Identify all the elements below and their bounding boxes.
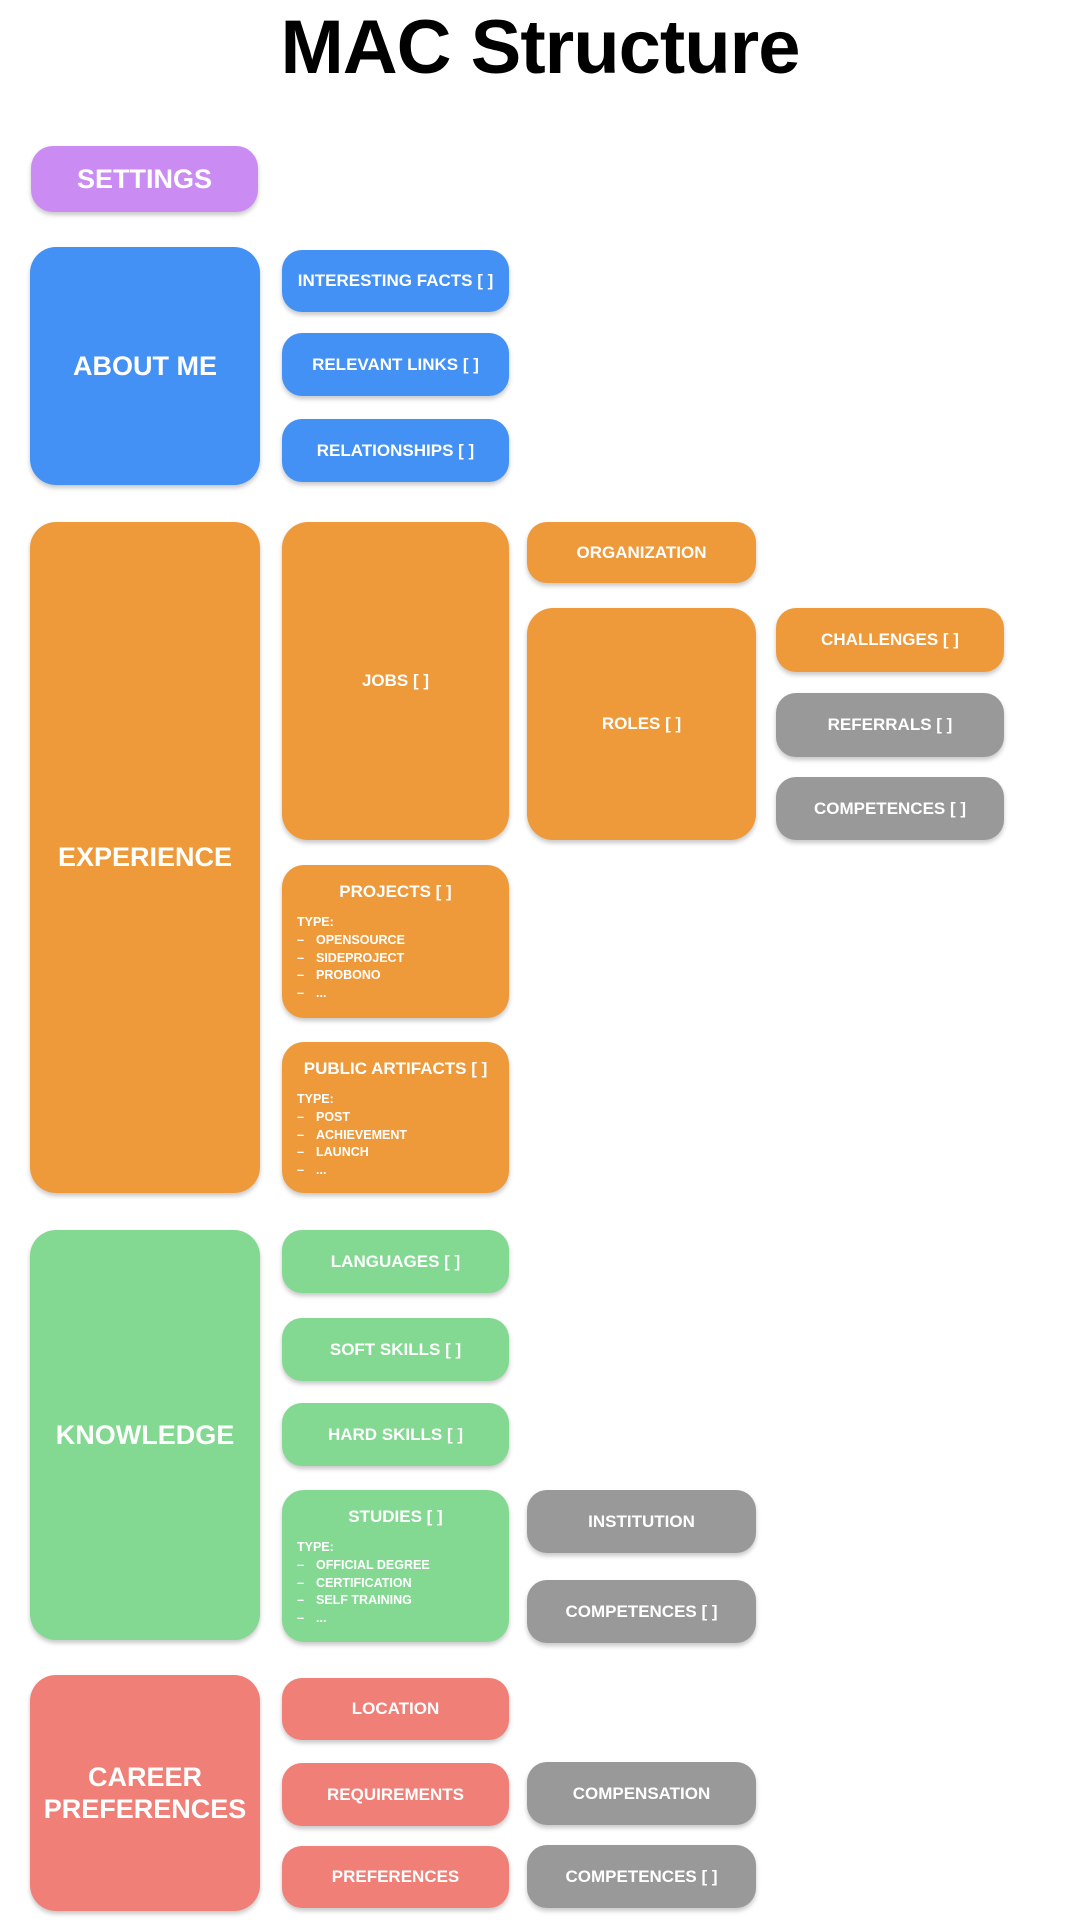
location-node: LOCATION [282,1678,509,1740]
list-item: –SELF TRAINING [297,1592,499,1610]
hard-skills-label: HARD SKILLS [ ] [327,1424,464,1444]
dash-bullet: – [297,1558,304,1572]
knowledge-competences-node: COMPETENCES [ ] [527,1580,756,1643]
languages-label: LANGUAGES [ ] [330,1251,461,1271]
compensation-label: COMPENSATION [572,1783,711,1803]
requirements-node: REQUIREMENTS [282,1763,509,1826]
dash-bullet: – [297,1145,304,1159]
projects-label: PROJECTS [ ] [339,882,452,901]
list-item: –LAUNCH [297,1144,499,1162]
list-item-text: ACHIEVEMENT [316,1127,407,1142]
about-me-label: ABOUT ME [73,350,217,381]
career-preferences-node: CAREER PREFERENCES [30,1675,260,1911]
list-item: –OPENSOURCE [297,932,499,950]
dash-bullet: – [297,1610,304,1625]
dash-bullet: – [297,985,304,1000]
referrals-label: REFERRALS [ ] [827,715,953,734]
roles-node: ROLES [ ] [527,608,756,840]
career-competences-label: COMPETENCES [ ] [565,1866,718,1886]
requirements-label: REQUIREMENTS [327,1784,464,1804]
career-competences-node: COMPETENCES [ ] [527,1845,756,1908]
list-item: –... [297,1162,499,1180]
list-item-text: ... [316,1610,327,1625]
soft-skills-label: SOFT SKILLS [ ] [329,1339,462,1359]
list-item: –ACHIEVEMENT [297,1127,499,1145]
experience-competences-label: COMPETENCES [ ] [813,798,967,818]
dash-bullet: – [297,1110,304,1124]
list-item-text: ... [316,985,327,1000]
dash-bullet: – [297,950,304,965]
relevant-links-label: RELEVANT LINKS [ ] [312,354,479,374]
list-item: –POST [297,1109,499,1127]
projects-node: PROJECTS [ ] TYPE: –OPENSOURCE –SIDEPROJ… [282,865,509,1018]
type-heading: TYPE: [297,1092,334,1106]
projects-type-list: TYPE: –OPENSOURCE –SIDEPROJECT –PROBONO … [297,913,499,1002]
dash-bullet: – [297,1162,304,1177]
experience-competences-node: COMPETENCES [ ] [776,777,1004,840]
languages-node: LANGUAGES [ ] [282,1230,509,1293]
public-artifacts-label: PUBLIC ARTIFACTS [ ] [303,1059,488,1078]
list-item: –SIDEPROJECT [297,950,499,968]
challenges-label: CHALLENGES [ ] [821,630,959,649]
relevant-links-node: RELEVANT LINKS [ ] [282,333,509,396]
list-item-text: OPENSOURCE [316,933,405,947]
roles-label: ROLES [ ] [601,714,682,733]
preferences-label: PREFERENCES [331,1867,460,1886]
page-title: MAC Structure [280,5,800,90]
interesting-facts-label: INTERESTING FACTS [ ] [297,271,494,290]
relationships-node: RELATIONSHIPS [ ] [282,419,509,482]
experience-node: EXPERIENCE [30,522,260,1193]
jobs-label: JOBS [ ] [361,671,430,690]
dash-bullet: – [297,1127,304,1142]
dash-bullet: – [297,1593,304,1607]
list-item-text: PROBONO [316,968,381,982]
organization-label: ORGANIZATION [576,542,707,562]
list-item-text: ... [316,1162,327,1177]
public-artifacts-node: PUBLIC ARTIFACTS [ ] TYPE: –POST –ACHIEV… [282,1042,509,1193]
list-item-text: OFFICIAL DEGREE [316,1558,430,1572]
experience-label: EXPERIENCE [57,842,233,873]
dash-bullet: – [297,1575,304,1590]
knowledge-competences-label: COMPETENCES [ ] [565,1601,718,1621]
list-item-text: SIDEPROJECT [316,950,405,965]
type-heading: TYPE: [297,1540,334,1554]
list-item: –PROBONO [297,967,499,985]
list-item-text: CERTIFICATION [316,1575,412,1590]
studies-node: STUDIES [ ] TYPE: –OFFICIAL DEGREE –CERT… [282,1490,509,1642]
settings-label: SETTINGS [76,163,212,194]
studies-type-list: TYPE: –OFFICIAL DEGREE –CERTIFICATION –S… [297,1538,499,1627]
list-item: –... [297,1610,499,1628]
list-item-text: LAUNCH [316,1145,369,1159]
organization-node: ORGANIZATION [527,522,756,583]
hard-skills-node: HARD SKILLS [ ] [282,1403,509,1466]
location-label: LOCATION [351,1699,440,1718]
list-item: –CERTIFICATION [297,1575,499,1593]
jobs-node: JOBS [ ] [282,522,509,840]
list-item: –... [297,985,499,1003]
institution-node: INSTITUTION [527,1490,756,1553]
knowledge-label: KNOWLEDGE [55,1419,235,1450]
public-artifacts-type-list: TYPE: –POST –ACHIEVEMENT –LAUNCH –... [297,1090,499,1179]
dash-bullet: – [297,968,304,982]
relationships-label: RELATIONSHIPS [ ] [316,440,475,460]
knowledge-node: KNOWLEDGE [30,1230,260,1640]
list-item: –OFFICIAL DEGREE [297,1557,499,1575]
list-item-text: POST [316,1110,351,1124]
type-heading: TYPE: [297,915,334,929]
studies-label: STUDIES [ ] [348,1507,443,1526]
preferences-node: PREFERENCES [282,1846,509,1908]
about-me-node: ABOUT ME [30,247,260,485]
soft-skills-node: SOFT SKILLS [ ] [282,1318,509,1381]
interesting-facts-node: INTERESTING FACTS [ ] [282,250,509,312]
settings-node: SETTINGS [31,146,258,212]
institution-label: INSTITUTION [588,1511,695,1531]
referrals-node: REFERRALS [ ] [776,693,1004,757]
challenges-node: CHALLENGES [ ] [776,608,1004,672]
compensation-node: COMPENSATION [527,1762,756,1825]
career-preferences-label: CAREER PREFERENCES [43,1761,247,1824]
dash-bullet: – [297,933,304,947]
list-item-text: SELF TRAINING [316,1593,412,1607]
